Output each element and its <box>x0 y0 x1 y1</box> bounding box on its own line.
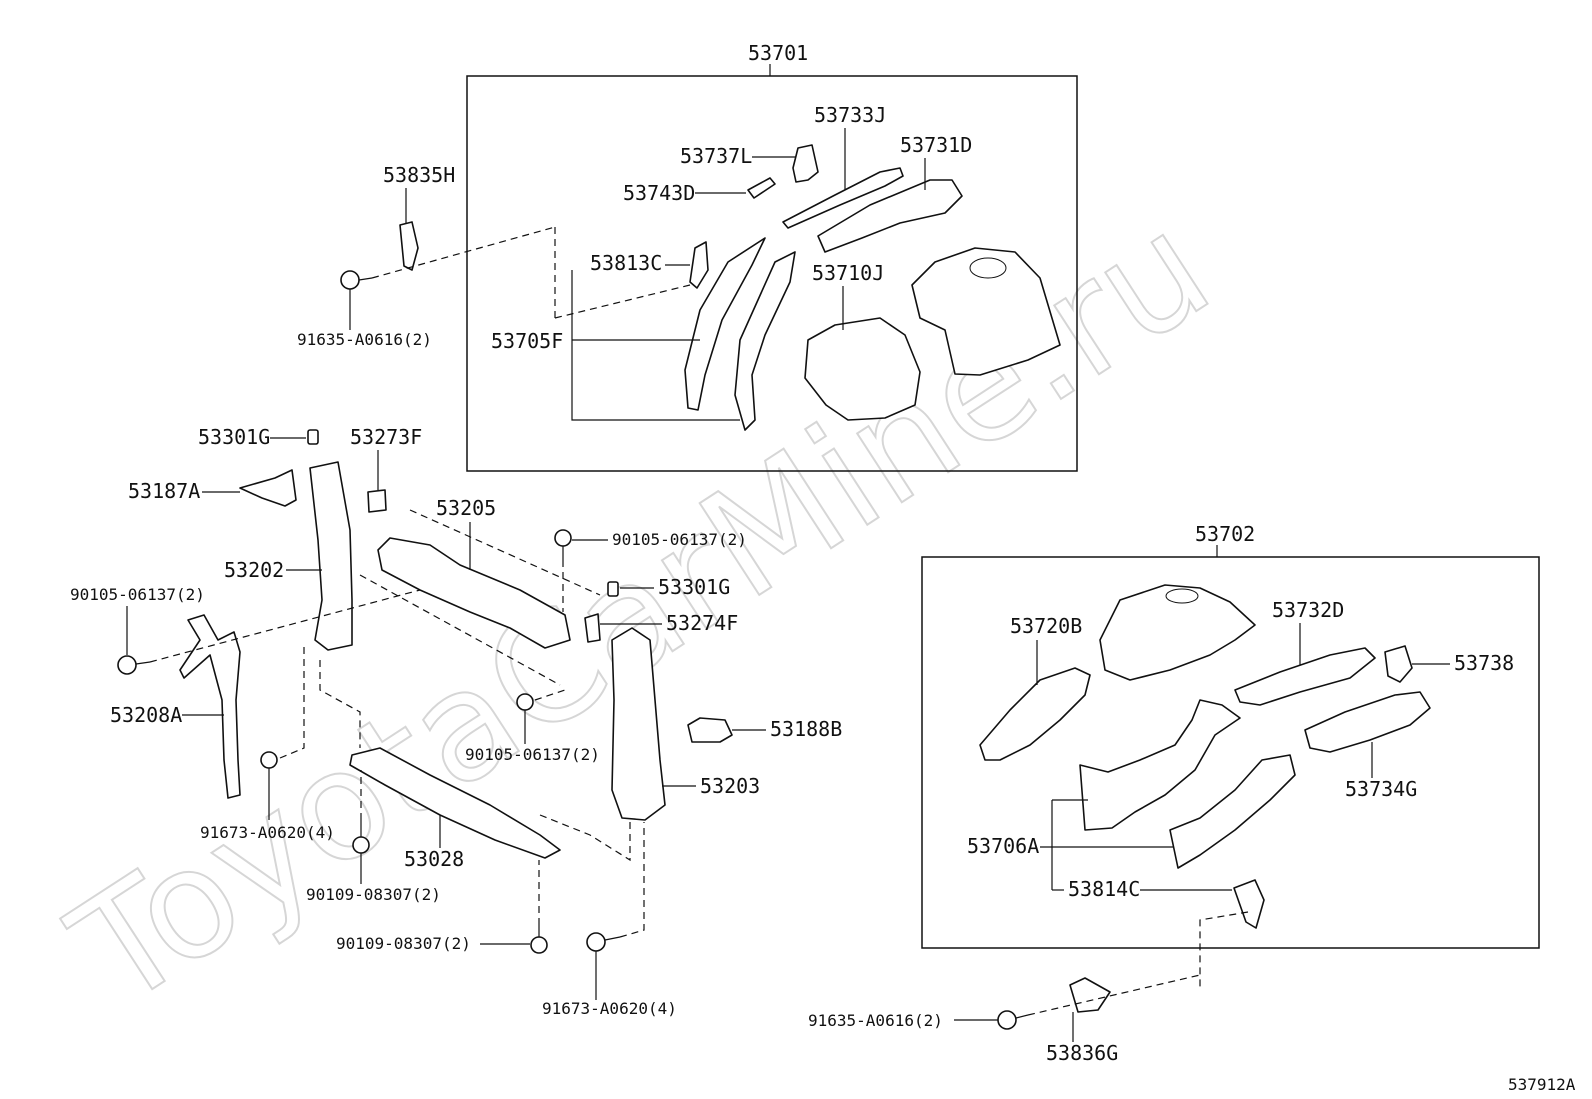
label-53705F: 53705F <box>491 329 563 353</box>
label-53187A: 53187A <box>128 479 200 503</box>
part-53705F-b[interactable] <box>734 251 796 431</box>
part-53205[interactable] <box>377 537 571 649</box>
label-53731D: 53731D <box>900 133 972 157</box>
bolt-90105-b[interactable] <box>117 655 151 675</box>
watermark: ToyotaCarMine.ru <box>44 181 1239 1041</box>
label-53203: 53203 <box>700 774 760 798</box>
label-90105-c: 90105-06137(2) <box>465 745 600 764</box>
part-53836G[interactable] <box>1069 977 1111 1013</box>
part-53208A[interactable] <box>179 614 241 799</box>
label-90109-b: 90109-08307(2) <box>336 934 471 953</box>
label-91673-a: 91673-A0620(4) <box>200 823 335 842</box>
label-91635-top: 91635-A0616(2) <box>297 330 432 349</box>
part-53814C-rail[interactable] <box>1169 754 1296 869</box>
bolt-90105-a[interactable] <box>554 529 572 560</box>
label-53188B: 53188B <box>770 717 842 741</box>
label-53733J: 53733J <box>814 103 886 127</box>
label-90109-a: 90109-08307(2) <box>306 885 441 904</box>
part-53743D[interactable] <box>747 177 776 199</box>
part-53732D[interactable] <box>1234 647 1376 706</box>
bolt-90105-c[interactable] <box>516 693 534 724</box>
part-53301G-a[interactable] <box>307 429 319 445</box>
label-53738: 53738 <box>1454 651 1514 675</box>
group-box-53702 <box>921 556 1540 949</box>
label-53706A: 53706A <box>967 834 1039 858</box>
label-53710J: 53710J <box>812 261 884 285</box>
part-53710J[interactable] <box>804 317 921 421</box>
part-53274F[interactable] <box>584 613 601 643</box>
part-53813C[interactable] <box>689 241 709 289</box>
label-53813C: 53813C <box>590 251 662 275</box>
label-53734G: 53734G <box>1345 777 1417 801</box>
group-label-53702: 53702 <box>1195 522 1255 546</box>
label-53301G-a: 53301G <box>198 425 270 449</box>
group-label-53701: 53701 <box>748 41 808 65</box>
part-53720B[interactable] <box>979 667 1091 761</box>
part-53273F[interactable] <box>367 489 387 513</box>
part-53702-apron[interactable] <box>1099 584 1256 681</box>
label-91635-bottom: 91635-A0616(2) <box>808 1011 943 1030</box>
bolt-91673-a[interactable] <box>260 751 278 780</box>
part-53028[interactable] <box>349 747 561 859</box>
label-53202: 53202 <box>224 558 284 582</box>
label-90105-a: 90105-06137(2) <box>612 530 747 549</box>
label-91673-b: 91673-A0620(4) <box>542 999 677 1018</box>
part-53187A[interactable] <box>239 469 297 507</box>
label-53732D: 53732D <box>1272 598 1344 622</box>
part-53188B[interactable] <box>687 717 733 743</box>
label-53743D: 53743D <box>623 181 695 205</box>
part-53203[interactable] <box>611 627 666 821</box>
label-53208A: 53208A <box>110 703 182 727</box>
group-box-53701 <box>466 75 1078 472</box>
part-53734G[interactable] <box>1304 691 1431 753</box>
bolt-91673-b[interactable] <box>586 932 621 952</box>
label-53814C: 53814C <box>1068 877 1140 901</box>
part-53737L[interactable] <box>792 144 819 183</box>
label-53028: 53028 <box>404 847 464 871</box>
part-53814C-bracket[interactable] <box>1233 879 1265 929</box>
label-53273F: 53273F <box>350 425 422 449</box>
label-53301G-b: 53301G <box>658 575 730 599</box>
part-53835H[interactable] <box>399 221 419 271</box>
bolt-90109-a[interactable] <box>352 820 370 854</box>
label-53835H: 53835H <box>383 163 455 187</box>
part-53733J[interactable] <box>782 167 904 229</box>
part-53202[interactable] <box>309 461 353 651</box>
bolt-91635-top[interactable] <box>340 270 373 290</box>
label-90105-b: 90105-06137(2) <box>70 585 205 604</box>
part-53738[interactable] <box>1384 645 1413 683</box>
label-53720B: 53720B <box>1010 614 1082 638</box>
label-53205: 53205 <box>436 496 496 520</box>
part-53301G-b[interactable] <box>607 581 619 597</box>
label-53836G: 53836G <box>1046 1041 1118 1065</box>
part-53731D[interactable] <box>817 179 963 253</box>
label-53737L: 53737L <box>680 144 752 168</box>
figure-id: 537912A <box>1508 1075 1576 1094</box>
part-53701-apron[interactable] <box>911 247 1061 376</box>
part-53706A[interactable] <box>1079 699 1241 831</box>
label-53274F: 53274F <box>666 611 738 635</box>
bolt-90109-b[interactable] <box>530 925 548 954</box>
bolt-91635-bottom[interactable] <box>997 1010 1029 1030</box>
